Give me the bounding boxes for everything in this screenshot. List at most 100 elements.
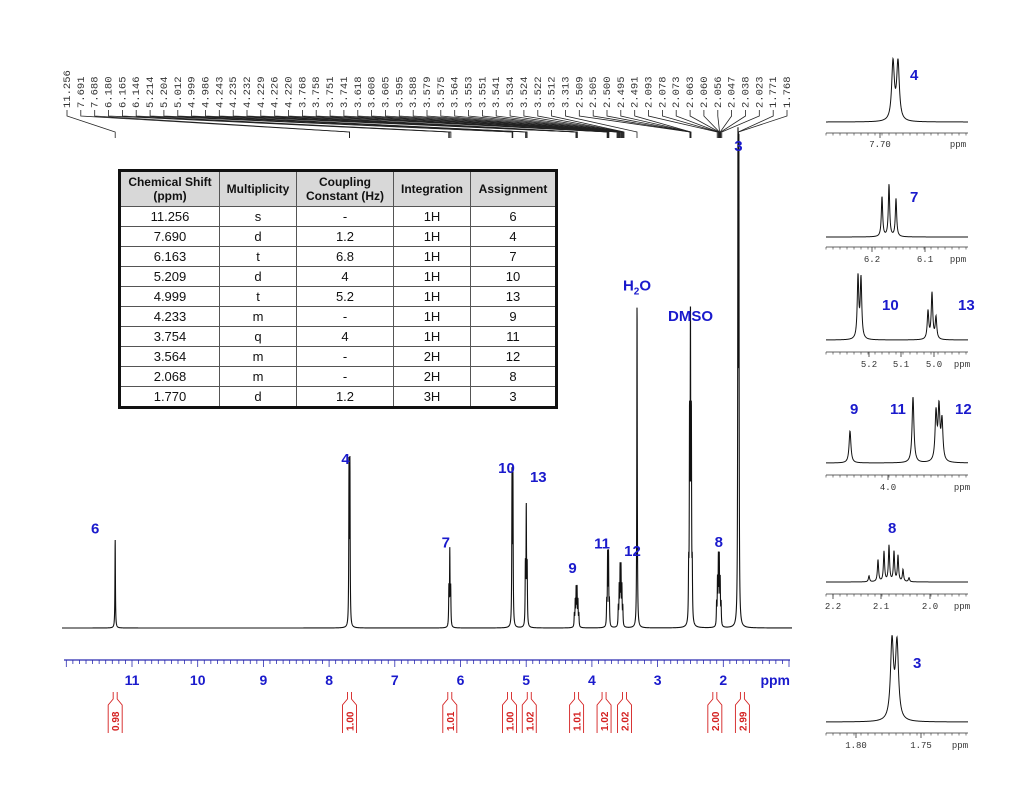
peak-list-value: 4.235 (228, 76, 240, 108)
inset-tick-label: ppm (954, 483, 970, 493)
cell-assignment: 13 (470, 286, 557, 307)
peak-list-value: 3.575 (436, 76, 448, 108)
peak-list-value: 2.509 (574, 76, 586, 108)
inset-tick-label: 5.2 (861, 360, 877, 370)
x-axis-tick-label: 2 (719, 672, 727, 688)
peak-list-value: 3.551 (477, 76, 489, 108)
peak-list-value: 6.165 (117, 76, 129, 108)
inset-assignment-label: 9 (850, 401, 858, 418)
peak-list-value: 3.605 (381, 76, 393, 108)
x-axis-tick-label: 6 (457, 672, 465, 688)
peak-list-value: 11.256 (62, 70, 74, 108)
cell-chemical-shift: 3.564 (119, 346, 220, 367)
cell-integration: 2H (393, 366, 471, 387)
cell-chemical-shift: 5.209 (119, 266, 220, 287)
peak-list-value: 3.512 (547, 76, 559, 108)
peak-list-value: 4.986 (201, 76, 213, 108)
peak-list-value: 4.226 (270, 76, 282, 108)
cell-assignment: 10 (470, 266, 557, 287)
cell-multiplicity: d (219, 386, 297, 408)
peak-assignment-label: 11 (594, 535, 610, 552)
cell-multiplicity: m (219, 346, 297, 367)
inset-assignment-label: 13 (958, 297, 975, 314)
inset-tick-label: 6.2 (864, 255, 880, 265)
peak-list-value: 1.768 (782, 76, 794, 108)
cell-multiplicity: s (219, 206, 297, 227)
peak-list-value: 2.491 (630, 76, 642, 108)
integral-value: 1.01 (446, 711, 457, 731)
spectrum-trace (62, 127, 792, 629)
peak-assignment-label: 10 (498, 460, 515, 477)
cell-coupling-constant: - (296, 366, 394, 387)
peak-list-value: 5.214 (145, 76, 157, 108)
header-integration: Integration (393, 170, 471, 207)
inset-tick-label: ppm (954, 360, 970, 370)
peak-assignment-label: 8 (715, 534, 723, 551)
integral-value: 1.00 (505, 711, 516, 731)
x-axis-unit-label: ppm (760, 672, 790, 688)
peak-list-value: 2.500 (602, 76, 614, 108)
cell-assignment: 6 (470, 206, 557, 227)
inset-tick-label: ppm (952, 741, 968, 751)
peak-list-value: 2.038 (741, 76, 753, 108)
inset-tick-label: 2.1 (873, 602, 889, 612)
peak-list-value: 2.056 (713, 76, 725, 108)
header-assignment: Assignment (470, 170, 557, 207)
x-axis-tick-label: 4 (588, 672, 596, 688)
integral-value: 1.02 (525, 711, 536, 731)
x-axis-tick-label: 3 (654, 672, 662, 688)
cell-multiplicity: m (219, 366, 297, 387)
integral-value: 0.98 (111, 711, 122, 731)
peak-list-value: 3.522 (533, 76, 545, 108)
cell-integration: 2H (393, 346, 471, 367)
peak-list-value: 3.768 (297, 76, 309, 108)
peak-list-value: 2.495 (616, 76, 628, 108)
inset-tick-label: 2.2 (825, 602, 841, 612)
cell-multiplicity: d (219, 226, 297, 247)
cell-integration: 1H (393, 326, 471, 347)
cell-coupling-constant: - (296, 346, 394, 367)
cell-integration: 1H (393, 286, 471, 307)
x-axis-tick-label: 5 (522, 672, 530, 688)
cell-multiplicity: d (219, 266, 297, 287)
inset-tick-label: 5.1 (893, 360, 909, 370)
inset-tick-label: 1.75 (910, 741, 932, 751)
peak-list-value: 5.012 (173, 76, 185, 108)
x-axis-tick-label: 7 (391, 672, 399, 688)
integral-value: 1.01 (573, 711, 584, 731)
cell-chemical-shift: 2.068 (119, 366, 220, 387)
header-chemical-shift: Chemical Shift(ppm) (119, 170, 220, 207)
cell-coupling-constant: 5.2 (296, 286, 394, 307)
cell-assignment: 7 (470, 246, 557, 267)
cell-chemical-shift: 3.754 (119, 326, 220, 347)
peak-list-value: 3.553 (464, 76, 476, 108)
peak-list-value: 2.047 (727, 76, 739, 108)
table-header-row: Chemical Shift(ppm) Multiplicity Couplin… (119, 170, 557, 207)
cell-multiplicity: t (219, 246, 297, 267)
cell-chemical-shift: 4.999 (119, 286, 220, 307)
inset-tick-label: ppm (954, 602, 970, 612)
cell-assignment: 12 (470, 346, 557, 367)
cell-integration: 1H (393, 206, 471, 227)
cell-assignment: 8 (470, 366, 557, 387)
inset-assignment-label: 7 (910, 189, 918, 206)
peak-list-value: 3.534 (505, 76, 517, 108)
cell-coupling-constant: - (296, 306, 394, 327)
cell-chemical-shift: 11.256 (119, 206, 220, 227)
cell-coupling-constant: 1.2 (296, 226, 394, 247)
cell-integration: 1H (393, 266, 471, 287)
